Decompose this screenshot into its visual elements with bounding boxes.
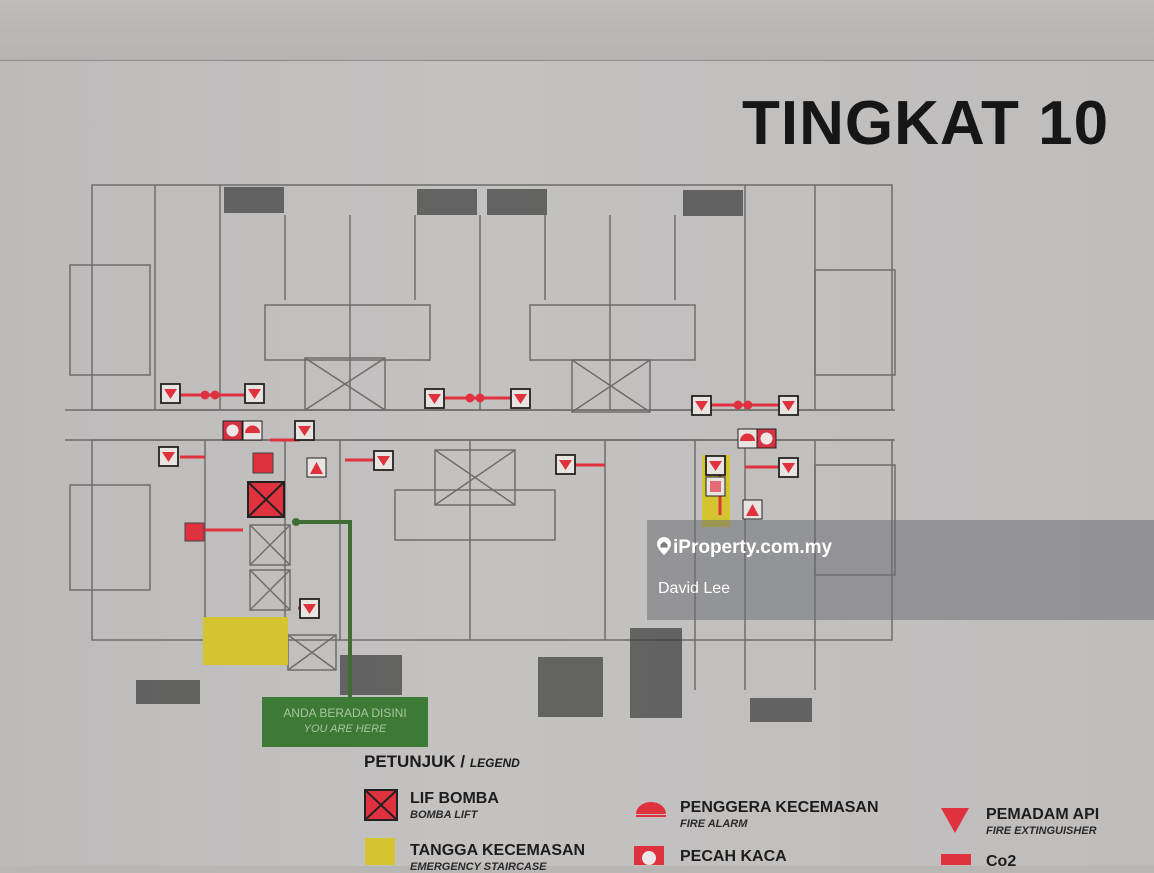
legend-label: LIF BOMBA	[410, 790, 499, 807]
legend-title: PETUNJUK / LEGEND	[364, 752, 520, 772]
watermark-agent-name: David Lee	[658, 580, 731, 597]
emergency-staircase-left	[203, 617, 288, 665]
legend-sublabel: EMERGENCY STAIRCASE	[410, 861, 547, 873]
legend-title-ms: PETUNJUK /	[364, 752, 466, 771]
legend-label: PECAH KACA	[680, 848, 787, 865]
evacuation-sign-board	[0, 60, 1154, 866]
fire-extinguisher-markers	[158, 383, 799, 619]
fire-alarm-markers	[184, 420, 777, 542]
legend-sublabel: FIRE ALARM	[680, 818, 748, 830]
you-are-here-en: YOU ARE HERE	[303, 723, 387, 735]
legend-sublabel: FIRE EXTINGUISHER	[986, 825, 1097, 837]
legend-title-en: LEGEND	[469, 756, 520, 770]
legend-label: PEMADAM API	[986, 806, 1100, 823]
location-pin-icon	[657, 537, 671, 555]
watermark-logo: iProperty.com.my	[657, 537, 832, 559]
watermark-site: iProperty.com.my	[673, 537, 833, 558]
legend-label: Co2	[986, 853, 1017, 870]
legend-label: PENGGERA KECEMASAN	[680, 799, 879, 816]
legend-icons	[364, 789, 971, 865]
bomba-lift-marker	[247, 481, 285, 518]
you-are-here-label: ANDA BERADA DISINI YOU ARE HERE	[262, 697, 428, 747]
wall-background	[0, 0, 1154, 62]
you-are-here-ms: ANDA BERADA DISINI	[283, 706, 407, 720]
watermark-banner: iProperty.com.my David Lee	[647, 520, 1154, 620]
floor-title: TINGKAT 10	[742, 89, 1110, 158]
legend-label: TANGGA KECEMASAN	[410, 842, 586, 859]
legend-sublabel: BOMBA LIFT	[410, 809, 478, 821]
